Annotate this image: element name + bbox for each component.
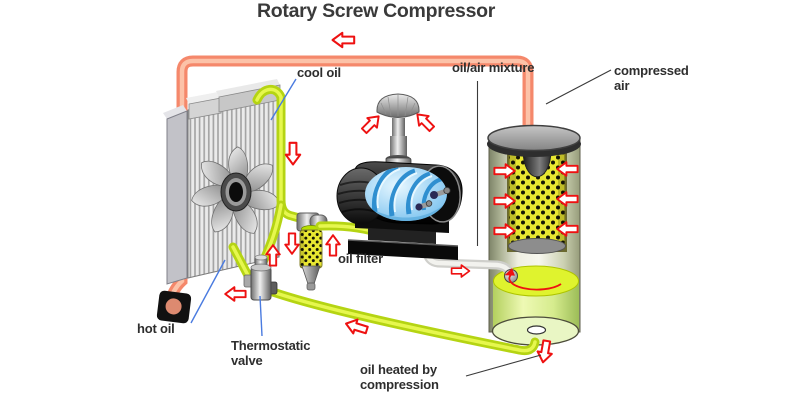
rotor-shaft-pins bbox=[415, 186, 451, 211]
label-thermostatic-valve: Thermostatic valve bbox=[231, 338, 311, 368]
flow-arrow-icon bbox=[284, 141, 302, 166]
drain-hole bbox=[526, 325, 547, 335]
oil-cooler bbox=[163, 79, 281, 285]
label-oil-heated-line1: oil heated by bbox=[360, 362, 437, 377]
oil-return-pipe bbox=[265, 286, 540, 356]
label-compressed-air-line2: air bbox=[614, 77, 630, 93]
label-oil-heated: oil heated by compression bbox=[360, 362, 439, 392]
thermostatic-valve bbox=[243, 254, 278, 301]
oil-filter-canister bbox=[296, 212, 328, 291]
label-cool-oil: cool oil bbox=[297, 65, 341, 80]
label-compressed-air: compressed air bbox=[614, 63, 689, 93]
tank-top-lid bbox=[487, 124, 581, 152]
cooler-side-tank bbox=[166, 110, 188, 285]
label-oil-filter: oil filter bbox=[338, 251, 383, 266]
flow-arrow-icon bbox=[284, 232, 300, 255]
flow-arrow-icon bbox=[331, 31, 356, 49]
oil-swirl-arrow-icon bbox=[504, 268, 562, 291]
flow-arrow-icon bbox=[358, 110, 385, 137]
label-oil-heated-line2: compression bbox=[360, 376, 439, 392]
diagram-title: Rotary Screw Compressor bbox=[257, 0, 496, 22]
cooling-fan bbox=[191, 146, 281, 234]
flow-arrow-icon bbox=[224, 286, 247, 302]
label-compressed-air-line1: compressed bbox=[614, 63, 689, 78]
pointer-lines bbox=[190, 69, 612, 377]
compressor-unit bbox=[336, 93, 463, 260]
label-thermostatic-valve-line1: Thermostatic bbox=[231, 338, 311, 353]
hot-oil-pipe bbox=[163, 55, 534, 312]
hot-oil-port bbox=[156, 290, 192, 324]
label-oil-air-mixture: oil/air mixture bbox=[452, 60, 535, 75]
label-thermostatic-valve-line2: valve bbox=[231, 352, 263, 368]
label-hot-oil: hot oil bbox=[137, 321, 175, 336]
